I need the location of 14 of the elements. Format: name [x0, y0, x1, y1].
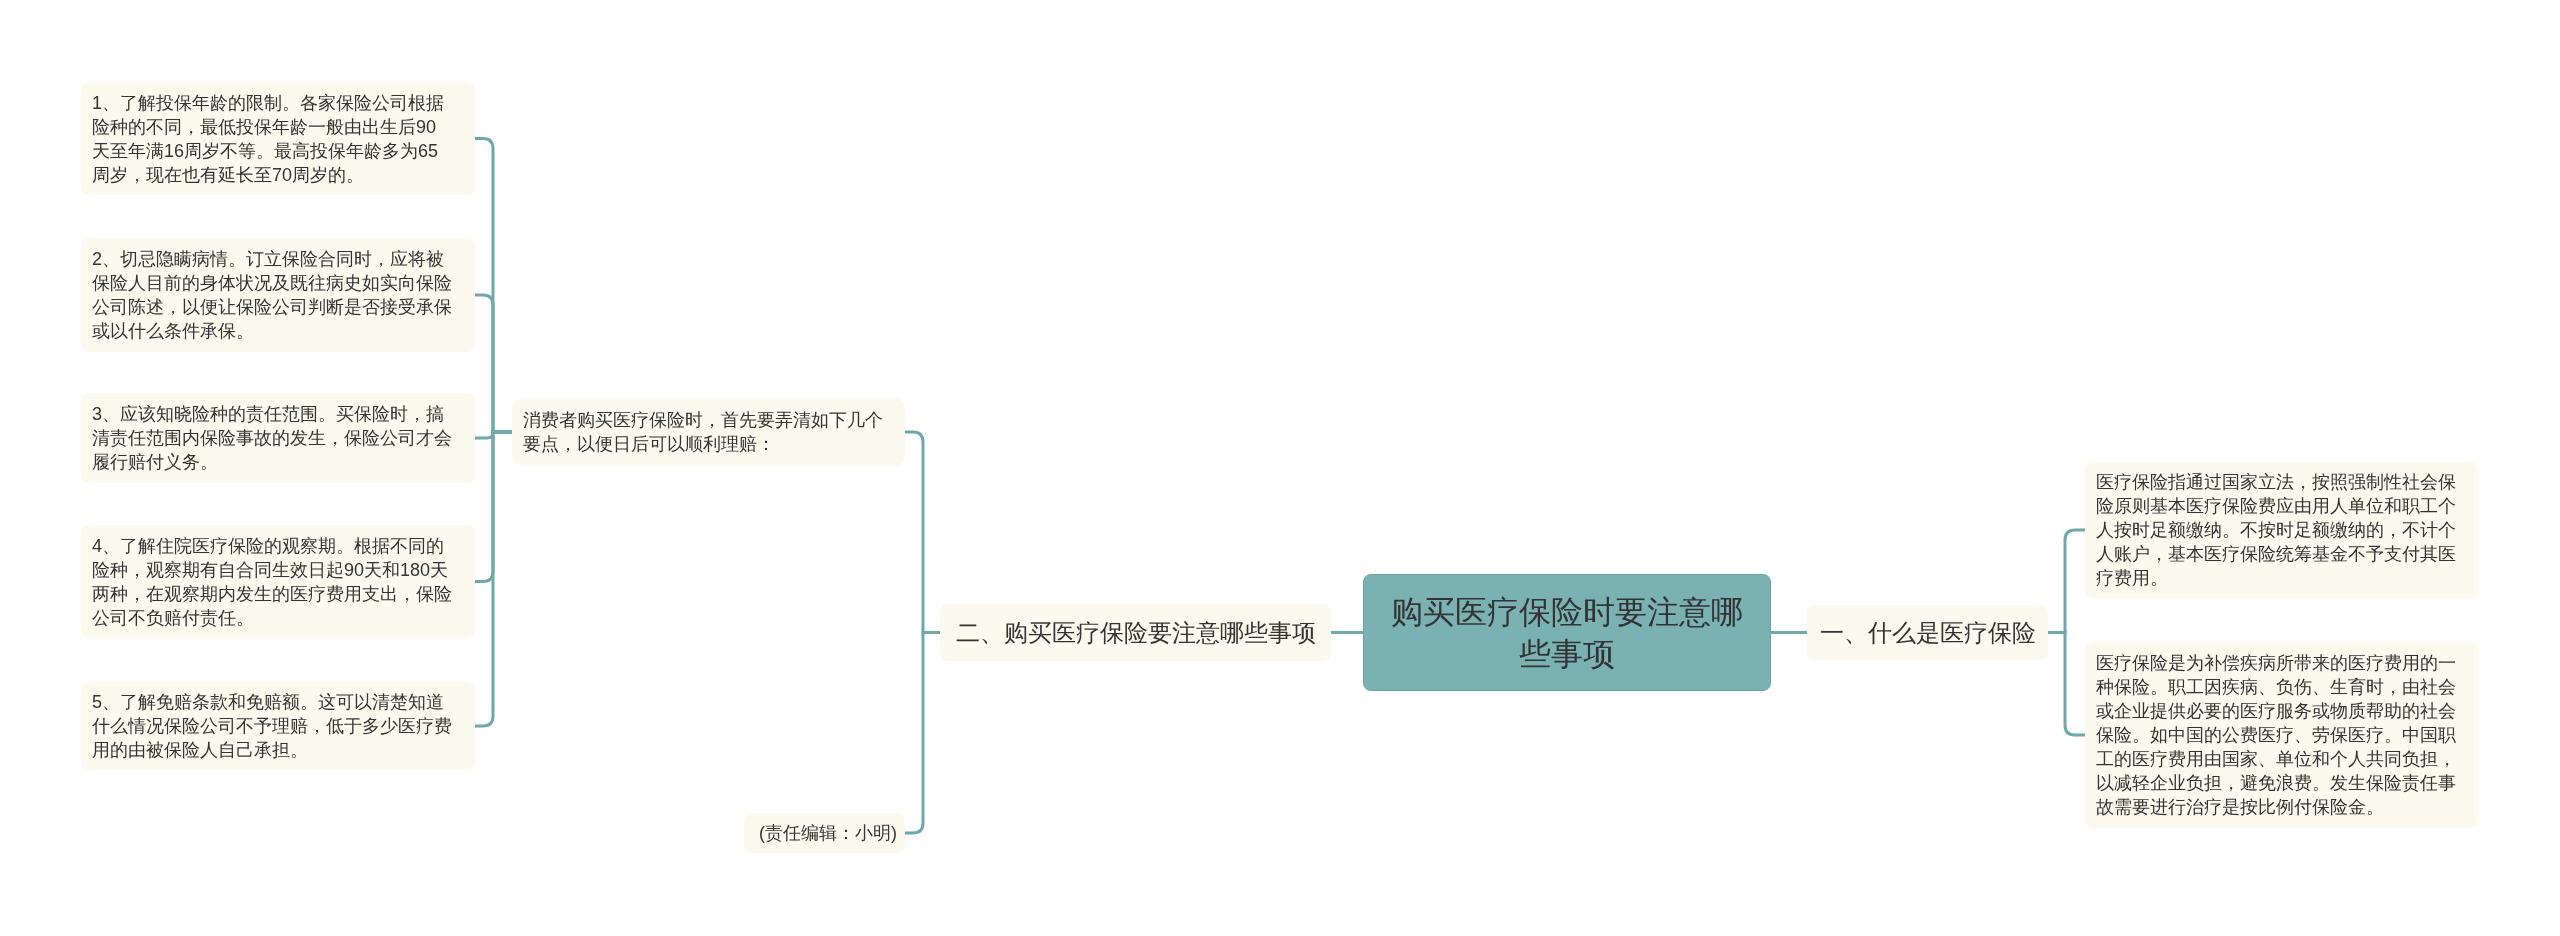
text-box: 4、了解住院医疗保险的观察期。根据不同的险种，观察期有自合同生效日起90天和180天两种，在观察期内发生的医疗费用支出，保险公司不负赔付责任。: [81, 525, 475, 638]
text-box: 医疗保险指通过国家立法，按照强制性社会保险原则基本医疗保险费应由用人单位和职工个人按时足额缴纳。不按时足额缴纳的，不计个人账户，基本医疗保险统筹基金不予支付其医疗费用。: [2085, 462, 2478, 598]
text-box: 医疗保险是为补偿疾病所带来的医疗费用的一种保险。职工因疾病、负伤、生育时，由社会或企业提供必要的医疗服务或物质帮助的社会保险。如中国的公费医疗、劳保医疗。中国职工的医疗费用由国家、单位和个人共同负担，以减轻企业负担，避免浪费。发生保险责任事故需要进行治疗是按比例付保险金。: [2085, 642, 2478, 828]
editor-note-box: (责任编辑：小明): [744, 813, 905, 853]
text-box: 2、切忌隐瞒病情。订立保险合同时，应将被保险人目前的身体状况及既往病史如实向保险公司陈述，以便让保险公司判断是否接受承保或以什么条件承保。: [81, 238, 475, 352]
text-box: 3、应该知晓险种的责任范围。买保险时，搞清责任范围内保险事故的发生，保险公司才会履行赔付义务。: [81, 393, 475, 483]
branch-topic-box: 一、什么是医疗保险: [1807, 605, 2048, 660]
text-box: 1、了解投保年龄的限制。各家保险公司根据险种的不同，最低投保年龄一般由出生后90天至年满16周岁不等。最高投保年龄多为65周岁，现在也有延长至70周岁的。: [81, 82, 475, 195]
branch-topic-box: 二、购买医疗保险要注意哪些事项: [940, 604, 1331, 661]
connector-line: [1771, 631, 1807, 634]
central-topic-box: 购买医疗保险时要注意哪些事项: [1363, 574, 1771, 691]
text-box: 消费者购买医疗保险时，首先要弄清如下几个要点，以便日后可以顺利理赔：: [512, 399, 905, 465]
text-box: 5、了解免赔条款和免赔额。这可以清楚知道什么情况保险公司不予理赔，低于多少医疗费用的由被保险人自己承担。: [81, 682, 475, 770]
connector-line: [1331, 631, 1363, 634]
